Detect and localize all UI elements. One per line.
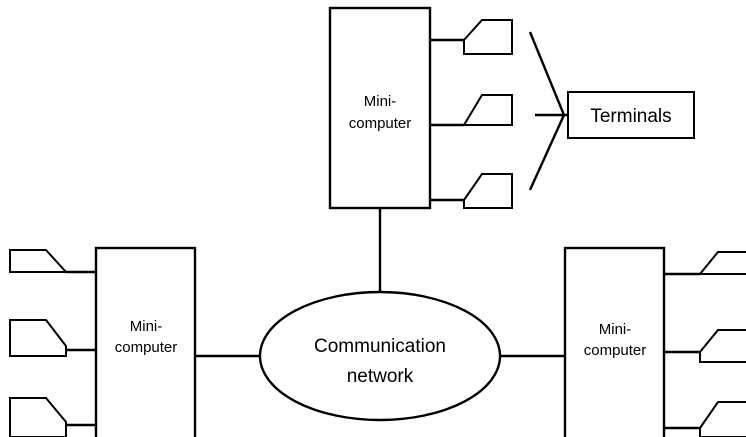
left-terminal-1: [9, 249, 96, 274]
left-minicomputer-label-line2: computer: [115, 339, 178, 356]
top-minicomputer-label-line2: computer: [349, 115, 412, 132]
top-terminal-1: [430, 19, 513, 55]
right-terminal-3: [664, 401, 746, 437]
left-minicomputer-label-line1: Mini-: [130, 318, 163, 335]
right-minicomputer-box: [563, 246, 666, 437]
communication-network-label-line1: Communication: [314, 336, 446, 357]
left-terminal-3: [9, 397, 96, 437]
right-terminal-1: [664, 251, 746, 276]
communication-network-label-line2: network: [347, 366, 414, 387]
right-minicomputer-label-line2: computer: [584, 342, 647, 359]
left-terminal-2: [9, 319, 96, 357]
right-minicomputer-label-line1: Mini-: [599, 321, 632, 338]
top-minicomputer-box: [328, 6, 432, 210]
terminals-label-box: [567, 91, 695, 139]
top-terminal-2: [430, 94, 513, 127]
top-minicomputer-label-line1: Mini-: [364, 93, 397, 110]
top-terminal-3: [430, 173, 513, 209]
terminals-label: Terminals: [590, 106, 671, 127]
right-terminal-2: [664, 329, 746, 363]
left-minicomputer-box: [94, 246, 197, 437]
terminals-bracket: [528, 31, 566, 191]
